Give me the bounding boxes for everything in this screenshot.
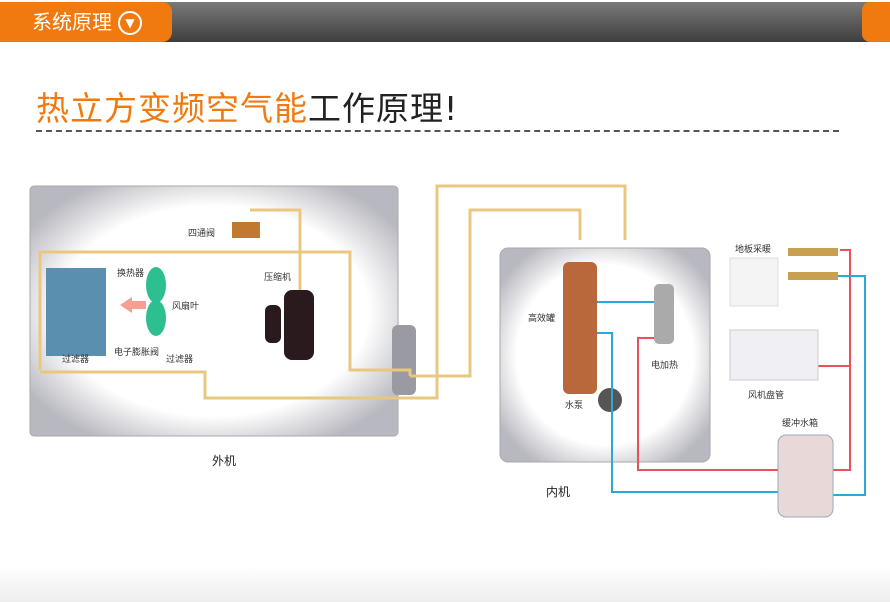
- label-buffer-tank: 缓冲水箱: [782, 419, 819, 429]
- buffer-tank: [777, 434, 834, 518]
- page-title: 热立方变频空气能工作原理!: [36, 89, 459, 128]
- electric-heater: [654, 284, 674, 344]
- label-tank: 高效罐: [528, 314, 556, 324]
- fan-blade-bottom: [146, 300, 166, 336]
- manifold-bottom: [788, 272, 838, 280]
- outdoor-unit-side: [392, 325, 416, 395]
- heat-exchanger: [46, 268, 106, 356]
- label-compressor: 压缩机: [264, 273, 292, 283]
- label-pump: 水泵: [565, 401, 584, 411]
- water-pump: [598, 388, 622, 412]
- right-tab: [862, 2, 890, 42]
- accumulator: [265, 305, 281, 343]
- label-heat-exchanger: 换热器: [117, 269, 145, 279]
- fan-blade-top: [146, 267, 166, 303]
- label-indoor-unit: 内机: [546, 485, 571, 499]
- label-fan-blade: 风扇叶: [172, 302, 200, 312]
- label-filter-left: 过滤器: [62, 355, 90, 365]
- label-expansion-valve: 电子膨胀阀: [114, 348, 160, 358]
- label-filter-right: 过滤器: [166, 355, 194, 365]
- tab-system-principle[interactable]: 系统原理▼: [0, 2, 172, 42]
- label-outdoor-unit: 外机: [212, 454, 237, 468]
- label-floor-heating: 地板采暖: [735, 245, 772, 255]
- floor-shadow: [0, 565, 890, 602]
- label-electric-heater: 电加热: [651, 361, 679, 371]
- four-way-valve: [232, 222, 260, 238]
- manifold-top: [788, 248, 838, 256]
- compressor: [284, 290, 314, 360]
- divider: [36, 130, 839, 132]
- airflow-arrow: [120, 297, 146, 313]
- label-four-way-valve: 四通阀: [188, 229, 216, 239]
- floor-heating-panel: [729, 257, 779, 307]
- fan-coil-unit: [729, 329, 819, 381]
- label-fan-coil: 风机盘管: [748, 391, 785, 401]
- indoor-unit-body: [499, 247, 711, 463]
- chevron-down-circle-icon: ▼: [118, 11, 142, 35]
- coil-tank: [563, 262, 597, 394]
